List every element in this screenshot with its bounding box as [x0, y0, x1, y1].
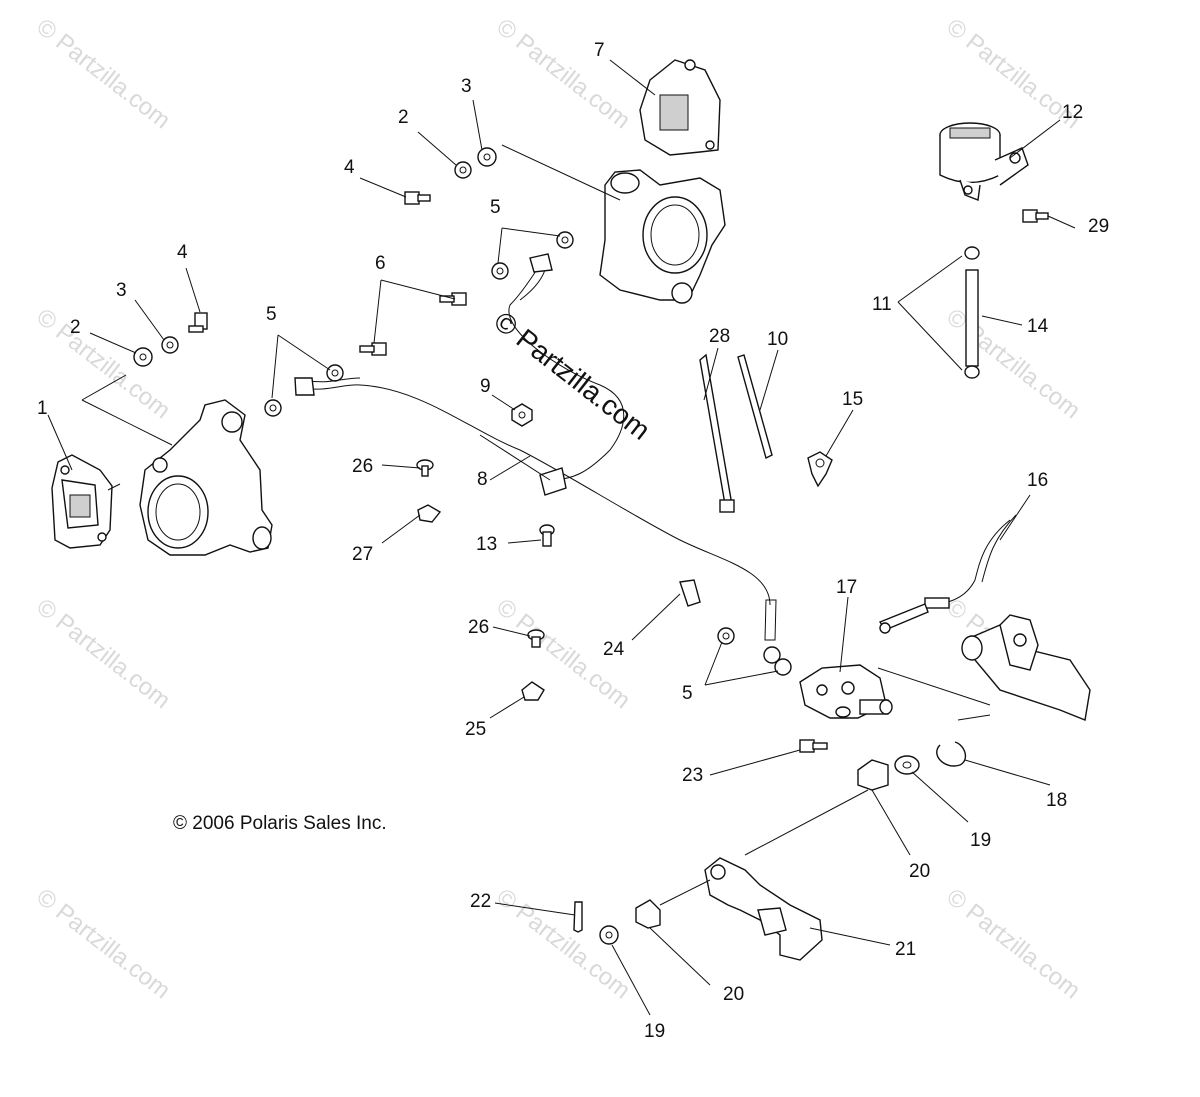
brake-line-part: [294, 253, 792, 676]
callout-2: 2: [398, 107, 409, 128]
callout-6: 6: [375, 253, 386, 274]
callout-3: 3: [461, 76, 472, 97]
callout-23: 23: [682, 765, 703, 786]
copyright-notice: © 2006 Polaris Sales Inc.: [173, 813, 387, 834]
pedal-mount-part: [961, 614, 1091, 721]
upper-caliper-bracket-part: [599, 169, 726, 304]
watermark: © Partzilla.com: [31, 303, 175, 424]
watermark: © Partzilla.com: [31, 593, 175, 714]
callout-14: 14: [1027, 316, 1049, 337]
watermark: © Partzilla.com: [31, 883, 175, 1004]
callout-19: 19: [644, 1021, 665, 1042]
callout-26: 26: [352, 456, 373, 477]
callout-10: 10: [767, 329, 788, 350]
callout-9: 9: [480, 376, 491, 397]
callout-24: 24: [603, 639, 625, 660]
lower-fastener-group: [521, 579, 828, 753]
callout-21: 21: [895, 939, 916, 960]
callout-11: 11: [872, 294, 892, 315]
callout-12: 12: [1062, 102, 1083, 123]
callout-20: 20: [723, 984, 744, 1005]
callout-4: 4: [344, 157, 355, 178]
callout-7: 7: [594, 40, 605, 61]
callout-25: 25: [465, 719, 486, 740]
fastener-group: [133, 147, 1049, 547]
pivot-pin-part: [964, 246, 980, 379]
callout-28: 28: [709, 326, 730, 347]
brake-cable-part: [878, 514, 1017, 634]
leader-lines: [47, 59, 1076, 1016]
master-cylinder-part: [799, 664, 893, 719]
callout-5: 5: [490, 197, 501, 218]
callout-3: 3: [116, 280, 127, 301]
watermark: © Partzilla.com: [31, 13, 175, 134]
callout-13: 13: [476, 534, 497, 555]
callout-5: 5: [682, 683, 693, 704]
left-brake-caliper-part: [51, 454, 121, 549]
callout-2: 2: [70, 317, 81, 338]
callout-8: 8: [477, 469, 488, 490]
callout-22: 22: [470, 891, 491, 912]
watermark: © Partzilla.com: [941, 303, 1085, 424]
brake-pedal-part: [573, 741, 967, 961]
callout-5: 5: [266, 304, 277, 325]
cable-ties-part: [699, 353, 773, 513]
watermark: © Partzilla.com: [941, 883, 1085, 1004]
callout-19: 19: [970, 830, 991, 851]
watermark: © Partzilla.com: [491, 883, 635, 1004]
callout-17: 17: [836, 577, 857, 598]
callout-18: 18: [1046, 790, 1067, 811]
callout-27: 27: [352, 544, 373, 565]
callout-16: 16: [1027, 470, 1048, 491]
callout-1: 1: [37, 398, 48, 419]
caliper-bracket-part: [139, 399, 273, 556]
callout-20: 20: [909, 861, 930, 882]
upper-brake-caliper-part: [639, 59, 721, 156]
watermark: © Partzilla.com: [491, 13, 635, 134]
callout-26: 26: [468, 617, 489, 638]
callout-29: 29: [1088, 216, 1109, 237]
center-watermark: © Partzilla.com: [488, 305, 656, 446]
callout-labels: 1 2 3 4 2 3 4 5 5 6 5 7 8 9 10 11 12 13 …: [37, 40, 1109, 1042]
callout-4: 4: [177, 242, 188, 263]
brake-fluid-reservoir-part: [939, 122, 1029, 201]
callout-15: 15: [842, 389, 863, 410]
